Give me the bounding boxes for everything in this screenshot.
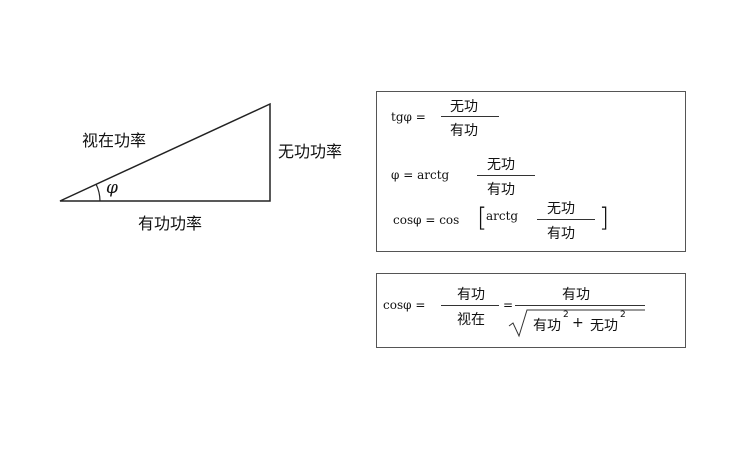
radicand-b: 无功 bbox=[590, 318, 618, 334]
opposite-label: 无功功率 bbox=[278, 142, 343, 161]
eq3-denominator: 有功 bbox=[547, 226, 575, 242]
box2-fraction-bar-1 bbox=[441, 305, 499, 306]
box2-numerator-1: 有功 bbox=[457, 287, 485, 303]
eq3-close-bracket: ] bbox=[599, 203, 610, 233]
box2-numerator-2: 有功 bbox=[562, 287, 590, 303]
eq2-fraction-bar bbox=[477, 175, 535, 176]
eq2-numerator: 无功 bbox=[487, 157, 515, 173]
radicand-a-exponent: 2 bbox=[563, 310, 569, 320]
radicand-a: 有功 bbox=[533, 318, 561, 334]
angle-arc bbox=[95, 183, 101, 202]
eq1-lhs: tgφ = bbox=[391, 110, 426, 124]
triangle-shape bbox=[59, 102, 271, 202]
hypotenuse-label: 视在功率 bbox=[82, 131, 147, 150]
formula-box-1: tgφ = 无功 有功 φ = arctg 无功 有功 cosφ = cos [… bbox=[376, 91, 686, 252]
box2-equals: = bbox=[503, 298, 514, 312]
sqrt-icon bbox=[508, 309, 645, 338]
box2-denominator-1: 视在 bbox=[457, 312, 485, 328]
formula-box-2: cosφ = 有功 视在 = 有功 有功 2 + 无功 2 bbox=[376, 273, 686, 348]
eq2-lhs: φ = arctg bbox=[391, 168, 450, 182]
eq3-fraction-bar bbox=[537, 219, 595, 220]
eq2-denominator: 有功 bbox=[487, 182, 515, 198]
eq3-open-bracket: [ bbox=[477, 203, 488, 233]
eq1-denominator: 有功 bbox=[450, 123, 478, 139]
eq3-numerator: 无功 bbox=[547, 201, 575, 217]
adjacent-label: 有功功率 bbox=[138, 214, 203, 233]
eq1-fraction-bar bbox=[441, 116, 499, 117]
eq3-func: arctg bbox=[486, 209, 519, 223]
box2-lhs: cosφ = bbox=[383, 298, 426, 312]
angle-label: φ bbox=[106, 178, 118, 198]
eq1-numerator: 无功 bbox=[450, 99, 478, 115]
radicand-plus: + bbox=[572, 315, 584, 331]
box2-fraction-bar-2 bbox=[515, 305, 645, 306]
eq3-lhs: cosφ = cos bbox=[393, 213, 460, 227]
radicand-b-exponent: 2 bbox=[620, 310, 626, 320]
